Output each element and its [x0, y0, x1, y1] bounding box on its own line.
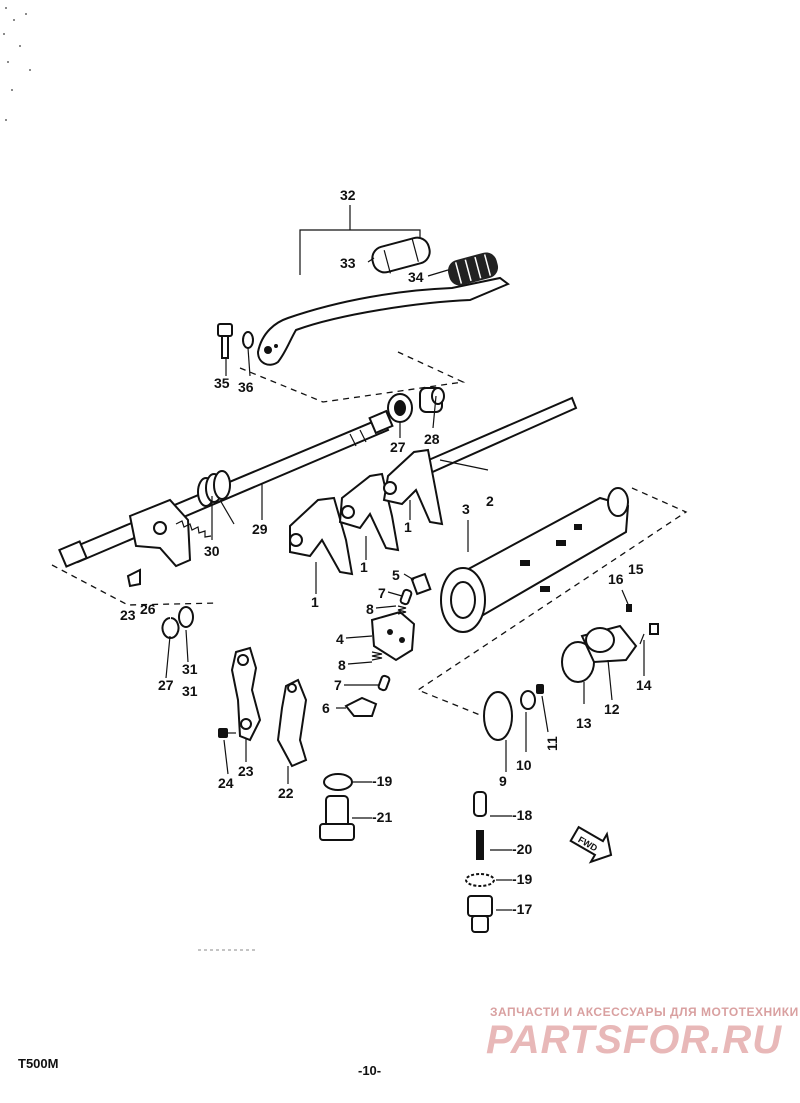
lever-bolt-35 [217, 323, 233, 359]
callout-20: -20 [512, 841, 532, 857]
pin-7 [377, 588, 413, 692]
callout-31: 31 [182, 661, 198, 677]
screw-24 [218, 728, 236, 738]
screw-11 [536, 684, 544, 694]
callout-8: 8 [366, 601, 374, 617]
callout-15: 15 [628, 561, 644, 577]
spring-8 [371, 605, 407, 661]
callout-16: 16 [608, 571, 624, 587]
screw-15 [626, 604, 632, 612]
callout-8: 8 [338, 657, 346, 673]
callout-31: 31 [182, 683, 198, 699]
shift-cam-4 [370, 610, 416, 662]
callout-1: 1 [360, 559, 368, 575]
lever-rubber-34 [447, 252, 499, 286]
callout-5: 5 [392, 567, 400, 583]
screw-14 [639, 623, 659, 645]
circlip-27 [161, 617, 180, 639]
callout-labels: 1 1 1 2 3 4 5 6 7 7 8 8 9 10 11 12 13 14… [120, 187, 652, 917]
washer-10 [520, 690, 536, 710]
callout-27: 27 [390, 439, 406, 455]
leader-lines [165, 257, 645, 911]
page-number: -10- [358, 1063, 382, 1078]
callout-22: 22 [278, 785, 294, 801]
watermark-caption: ЗАПЧАСТИ И АКСЕССУАРЫ ДЛЯ МОТОТЕХНИКИ [490, 1005, 799, 1019]
callout-24: 24 [218, 775, 234, 791]
watermark-logo: PARTSFOR.RU [486, 1018, 783, 1062]
bushing-28 [419, 387, 445, 413]
shift-fork [338, 472, 400, 552]
callout-1: 1 [311, 594, 319, 610]
cam-guide-22 [276, 678, 308, 768]
callout-7: 7 [334, 677, 342, 693]
callout-21: -21 [372, 809, 392, 825]
clip-25 [126, 568, 141, 588]
gearshift-lever [256, 276, 510, 366]
oil-seal-27 [387, 393, 413, 423]
callout-3: 3 [462, 501, 470, 517]
callout-32: 32 [340, 187, 356, 203]
callout-27: 27 [158, 677, 174, 693]
shift-drum-3 [440, 487, 630, 633]
washer-36 [242, 331, 254, 349]
plug-21 [319, 795, 355, 841]
lever-rubber-33 [371, 236, 431, 274]
cam-stopper-plate-6 [344, 696, 378, 717]
callout-23: 23 [238, 763, 254, 779]
forward-direction-arrow: FWD [569, 825, 613, 864]
dashed-group-outlines [51, 351, 688, 716]
cam-pin-5 [410, 572, 432, 596]
scan-noise [3, 7, 31, 121]
return-spring-30 [197, 470, 235, 525]
spring-20 [476, 830, 484, 860]
fork-shaft-2 [421, 396, 578, 476]
callout-11: 11 [544, 736, 560, 751]
shift-fork [382, 448, 444, 526]
callout-35: 35 [214, 375, 230, 391]
callout-6: 6 [322, 700, 330, 716]
callout-28: 28 [424, 431, 440, 447]
plug-17 [467, 895, 493, 933]
callout-14: 14 [636, 677, 652, 693]
callout-12: 12 [604, 701, 620, 717]
callout-2: 2 [486, 493, 494, 509]
callout-30: 30 [204, 543, 220, 559]
pawl-lifter-23 [230, 646, 262, 742]
callout-34: 34 [408, 269, 424, 285]
callout-7: 7 [378, 585, 386, 601]
callout-13: 13 [576, 715, 592, 731]
callout-19: -19 [512, 871, 532, 887]
gearshift-arm-plate [128, 498, 212, 568]
washer-31 [178, 606, 194, 628]
callout-19: -19 [372, 773, 392, 789]
shift-fork [289, 496, 354, 576]
callout-1: 1 [404, 519, 412, 535]
gasket-19-top [323, 773, 353, 791]
callout-29: 29 [252, 521, 268, 537]
model-code: T500M [18, 1056, 59, 1071]
callout-17: -17 [512, 901, 532, 917]
neutral-switch-body-12 [580, 624, 638, 664]
callout-9: 9 [499, 773, 507, 789]
callout-10: 10 [516, 757, 532, 773]
callout-36: 36 [238, 379, 254, 395]
callout-33: 33 [340, 255, 356, 271]
gasket-19-bottom [465, 873, 495, 887]
pin-18 [473, 791, 487, 817]
gasket-9 [483, 691, 513, 741]
callout-4: 4 [336, 631, 344, 647]
callout-18: -18 [512, 807, 532, 823]
callout-23: 23 [120, 607, 136, 623]
callout-26: 26 [140, 601, 156, 617]
